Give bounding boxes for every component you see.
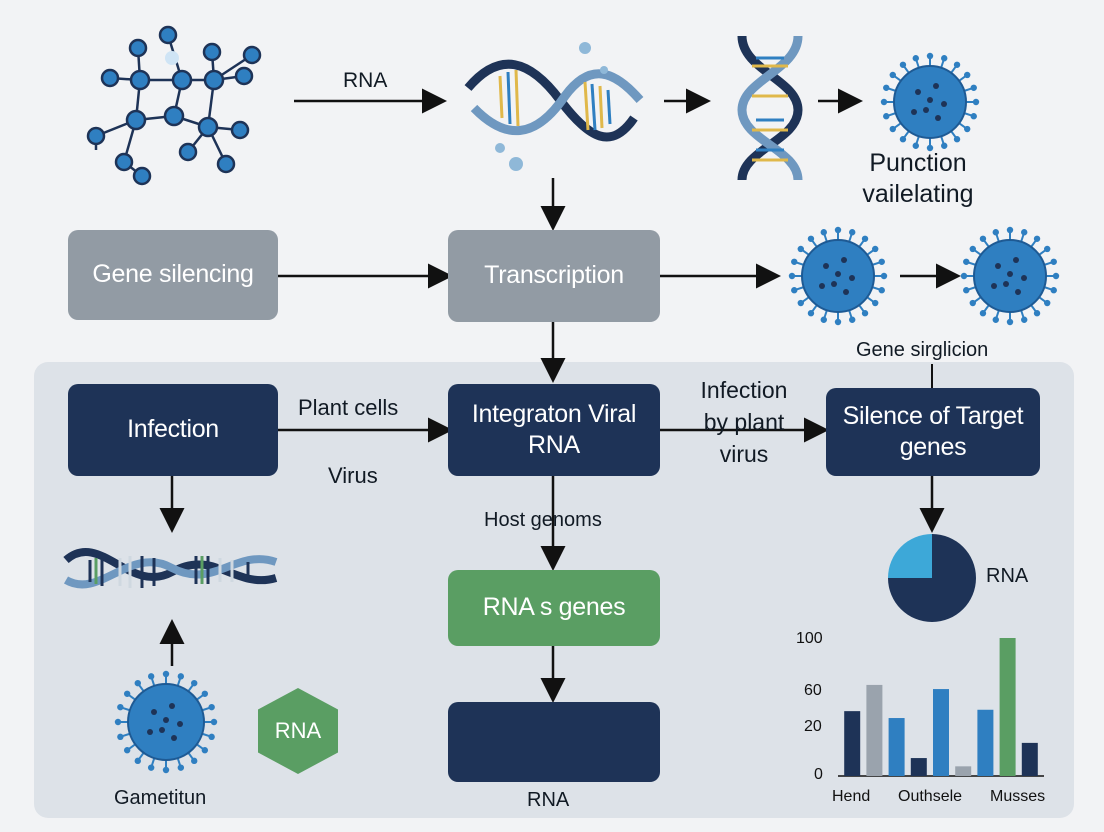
bar-6 [977,709,994,776]
y-tick-0: 0 [814,766,823,783]
rna-genes-box: RNA s genes [448,570,660,646]
gene-sirglicion-label: Gene sirglicion [856,339,989,361]
y-tick-20: 20 [804,718,822,735]
virus-icon-top [880,52,980,152]
pie-slice-1 [888,534,932,578]
bar-chart [838,638,1044,777]
bar-8 [1021,742,1038,776]
virus-label: Virus [328,463,378,488]
bar-2 [888,718,905,776]
rna-arrow-label: RNA [343,69,388,92]
pie-chart [888,534,976,622]
rna-strand-icon [464,42,644,171]
x-label-outhsele: Outhsele [898,788,963,805]
dna-double-helix-icon [63,548,278,589]
x-label-musses: Musses [990,788,1046,805]
transcription-box: Transcription [448,230,660,322]
plant-cells-label: Plant cells [298,395,399,420]
x-label-hend: Hend [832,788,871,805]
y-tick-60: 60 [804,682,822,699]
dna-helix-icon [737,35,803,181]
integration-box: Integraton Viral RNA [448,384,660,476]
pie-rna-label: RNA [986,565,1029,587]
virus-icon-bottom [114,670,218,774]
silence-target-box: Silence of Target genes [826,388,1040,476]
bar-4 [933,689,949,776]
gametitun-label: Gametitun [114,787,207,809]
bar-1 [866,684,883,776]
bar-3 [910,758,927,776]
infection-by-label: Infection by plant virus [700,377,788,468]
bar-5 [955,766,972,776]
silencie-target-box [448,702,660,782]
bar-7 [999,638,1016,776]
bottom-rna-label: RNA [527,789,570,811]
host-genoms-label: Host genoms [484,509,602,531]
y-tick-100: 100 [796,630,823,647]
bar-0 [844,711,861,776]
function-label: Punction vailelating [862,149,974,209]
infection-box: Infection [68,384,278,476]
gene-silencing-box: Gene silencing [68,230,278,320]
molecule-network-icon [86,25,262,186]
virus-icon-mid-left [788,226,888,326]
virus-icon-mid-right [960,226,1060,326]
